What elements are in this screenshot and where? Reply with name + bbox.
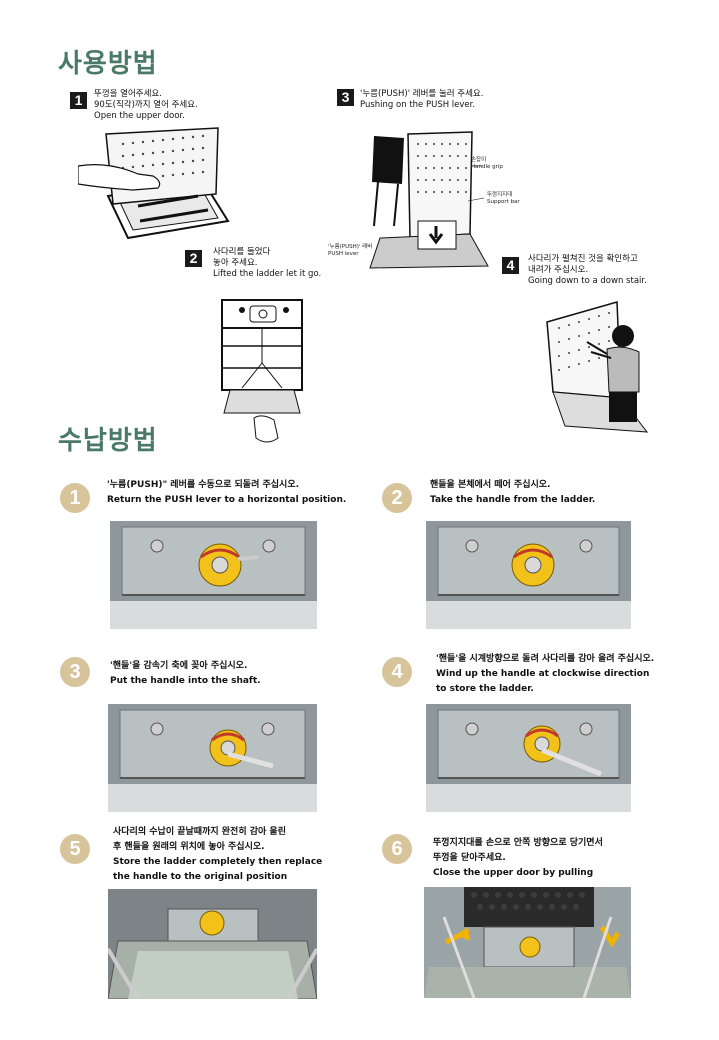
usage-step-3-text: '누름(PUSH)' 레버를 눌러 주세요. Pushing on the PU… — [360, 89, 483, 111]
usage-step-1-illustration — [78, 127, 230, 240]
storage-step-5-photo — [108, 889, 317, 999]
callout-lever-ko: '누름(PUSH)' 레버 — [328, 244, 373, 250]
callout-support-ko: 뚜껑지지대 — [487, 192, 513, 198]
storage-step-1-line-1: '누름(PUSH)" 레버를 수동으로 되돌려 주십시오. — [107, 480, 300, 490]
usage-step-1-number: 1 — [70, 92, 87, 109]
storage-step-2-line-1: 핸들을 본체에서 떼어 주십시오. — [430, 480, 551, 490]
storage-step-3-line-1: '핸들'을 감속기 축에 꽂아 주십시오. — [110, 661, 248, 671]
storage-step-4-line-3: to store the ladder. — [436, 684, 534, 694]
usage-section-title: 사용방법 — [58, 49, 158, 79]
storage-step-6-photo — [424, 887, 631, 998]
storage-step-6-line-2: 뚜껑을 닫아주세요. — [433, 853, 506, 863]
storage-step-5-line-4: the handle to the original position — [113, 872, 288, 882]
storage-step-5-line-3: Store the ladder completely then replace — [113, 857, 323, 867]
storage-step-6-line-1: 뚜껑지지대를 손으로 안쪽 방향으로 당기면서 — [433, 838, 603, 848]
callout-support-en: Support bar — [487, 199, 520, 205]
storage-step-2-line-2: Take the handle from the ladder. — [430, 495, 596, 505]
usage-step-2-illustration — [221, 299, 303, 443]
storage-section-title: 수납방법 — [58, 426, 158, 456]
storage-step-2-text: 핸들을 본체에서 떼어 주십시오. Take the handle from t… — [430, 478, 595, 508]
usage-step-2-line-1: 사다리를 들었다 — [213, 247, 271, 257]
storage-step-4-photo — [426, 704, 631, 812]
usage-step-3-callout-grip: 손잡이 Handle grip — [471, 157, 503, 171]
storage-step-3-photo — [108, 704, 317, 812]
storage-step-4-line-1: '핸들'을 시계방향으로 돌려 사다리를 감아 올려 주십시오. — [436, 654, 655, 664]
storage-step-2-number: 2 — [382, 483, 412, 513]
usage-step-3-callout-support: 뚜껑지지대 Support bar — [487, 192, 520, 206]
storage-step-4-line-2: Wind up the handle at clockwise directio… — [436, 669, 650, 679]
storage-step-6-line-3: Close the upper door by pulling — [433, 868, 594, 878]
storage-step-4-number: 4 — [382, 657, 412, 687]
usage-step-2-line-3: Lifted the ladder let it go. — [213, 269, 322, 279]
storage-step-4-text: '핸들'을 시계방향으로 돌려 사다리를 감아 올려 주십시오. Wind up… — [436, 652, 654, 697]
storage-step-3-number: 3 — [60, 657, 90, 687]
usage-step-2-number: 2 — [185, 250, 202, 267]
usage-step-1-text: 뚜껑을 열어주세요. 90도(직각)까지 열어 주세요. Open the up… — [94, 89, 198, 122]
usage-step-4-line-3: Going down to a down stair. — [528, 276, 647, 286]
usage-step-2-line-2: 놓아 주세요. — [213, 258, 258, 268]
storage-step-1-photo — [110, 521, 317, 629]
callout-grip-en: Handle grip — [471, 164, 503, 170]
storage-step-5-number: 5 — [60, 834, 90, 864]
usage-step-4-line-2: 내려가 주십시오. — [528, 265, 589, 275]
usage-step-3-illustration — [369, 131, 489, 269]
usage-step-1-line-2: 90도(직각)까지 열어 주세요. — [94, 100, 198, 110]
storage-step-5-line-2: 후 핸들을 원래의 위치에 놓아 주십시오. — [113, 842, 265, 852]
usage-step-1-line-3: Open the upper door. — [94, 111, 185, 121]
usage-step-4-line-1: 사다리가 펼쳐진 것을 확인하고 — [528, 254, 638, 264]
usage-step-4-text: 사다리가 펼쳐진 것을 확인하고 내려가 주십시오. Going down to… — [528, 254, 647, 287]
storage-step-5-text: 사다리의 수납이 끝날때까지 완전히 감아 올린 후 핸들을 원래의 위치에 놓… — [113, 825, 322, 885]
storage-step-2-photo — [426, 521, 631, 629]
usage-step-1-line-1: 뚜껑을 열어주세요. — [94, 89, 162, 99]
usage-step-4-number: 4 — [502, 257, 519, 274]
callout-lever-en: PUSH lever — [328, 251, 359, 257]
usage-step-2-text: 사다리를 들었다 놓아 주세요. Lifted the ladder let i… — [213, 247, 328, 280]
callout-grip-ko: 손잡이 — [471, 157, 487, 163]
usage-step-3-line-1: '누름(PUSH)' 레버를 눌러 주세요. — [360, 89, 484, 99]
storage-step-1-line-2: Return the PUSH lever to a horizontal po… — [107, 495, 347, 505]
usage-step-3-line-2: Pushing on the PUSH lever. — [360, 100, 476, 110]
storage-step-1-number: 1 — [60, 483, 90, 513]
storage-step-6-number: 6 — [382, 834, 412, 864]
usage-step-3-callout-lever: '누름(PUSH)' 레버 PUSH lever — [328, 244, 372, 258]
usage-step-3-number: 3 — [337, 89, 354, 106]
storage-step-5-line-1: 사다리의 수납이 끝날때까지 완전히 감아 올린 — [113, 827, 286, 837]
storage-step-3-line-2: Put the handle into the shaft. — [110, 676, 261, 686]
storage-step-6-text: 뚜껑지지대를 손으로 안쪽 방향으로 당기면서 뚜껑을 닫아주세요. Close… — [433, 836, 603, 881]
storage-step-1-text: '누름(PUSH)" 레버를 수동으로 되돌려 주십시오. Return the… — [107, 478, 346, 508]
storage-step-3-text: '핸들'을 감속기 축에 꽂아 주십시오. Put the handle int… — [110, 659, 261, 689]
usage-step-4-illustration — [546, 301, 649, 433]
